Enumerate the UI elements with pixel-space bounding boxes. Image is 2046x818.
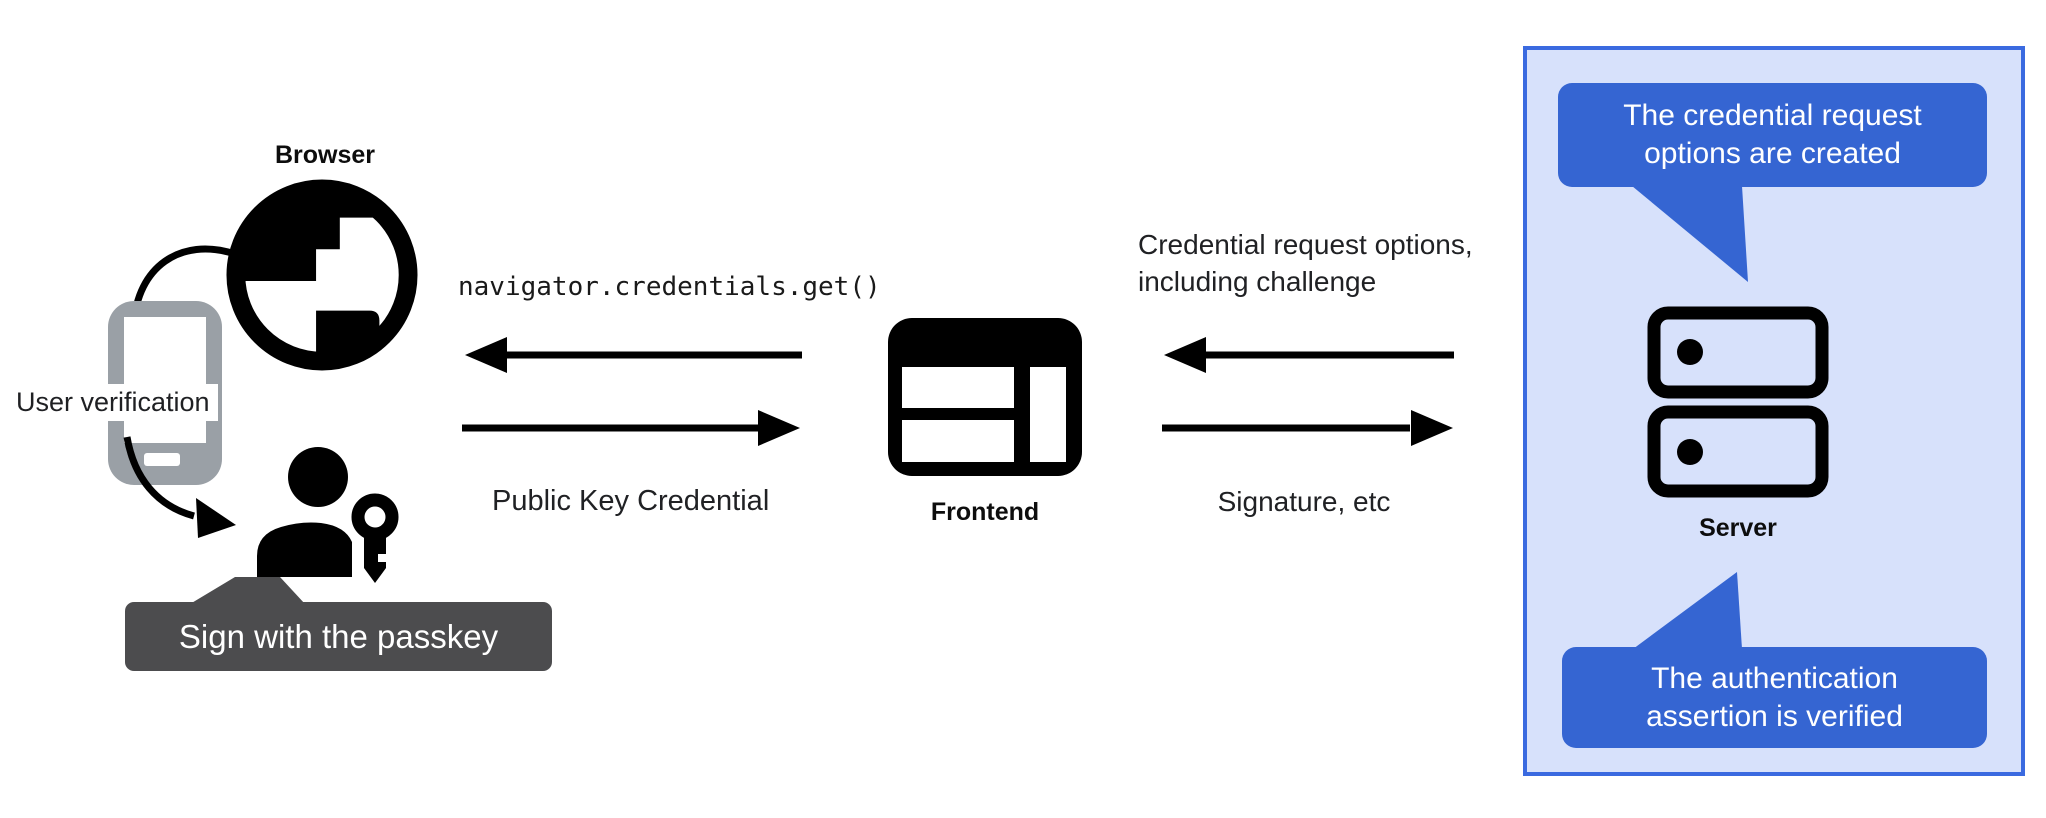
server-icon <box>1647 306 1829 498</box>
globe-icon <box>226 179 418 371</box>
public-key-credential-label: Public Key Credential <box>492 485 770 517</box>
person-icon <box>257 447 399 583</box>
arrow-browser-to-frontend <box>462 410 800 446</box>
frontend-label: Frontend <box>930 498 1040 526</box>
frontend-window-icon <box>888 318 1082 476</box>
server-label: Server <box>1699 514 1777 542</box>
curved-arrow-phone-to-user <box>123 436 236 538</box>
bubble-bottom-line-2: assertion is verified <box>1646 699 1903 733</box>
arrow-frontend-to-server <box>1162 410 1453 446</box>
browser-label: Browser <box>274 141 376 169</box>
bubble-top-line-1: The credential request <box>1623 99 1922 132</box>
assertion-verified-bubble: The authentication assertion is verified <box>1562 647 1987 748</box>
credential-request-line-1: Credential request options, <box>1138 229 1473 260</box>
credential-request-line-2: including challenge <box>1138 266 1377 297</box>
top-bubble-tail <box>1632 186 1748 282</box>
bubble-bottom-line-1: The authentication <box>1651 661 1898 695</box>
bubble-top-line-2: options are created <box>1644 137 1901 170</box>
arrow-server-to-frontend <box>1164 337 1454 373</box>
arrow-frontend-to-browser <box>465 337 802 373</box>
navigator-credentials-get-label: navigator.credentials.get() <box>458 272 881 302</box>
credential-options-created-bubble: The credential request options are creat… <box>1558 83 1987 187</box>
sign-bubble-tail <box>190 577 305 604</box>
sign-with-passkey-bubble: Sign with the passkey <box>125 602 552 671</box>
user-verification-label: User verification <box>8 384 218 421</box>
signature-etc-label: Signature, etc <box>1217 486 1391 517</box>
key-icon <box>351 493 399 583</box>
bottom-bubble-tail <box>1633 572 1742 649</box>
sign-bubble-label: Sign with the passkey <box>178 617 499 655</box>
credential-request-options-label: Credential request options, including ch… <box>1138 226 1473 300</box>
